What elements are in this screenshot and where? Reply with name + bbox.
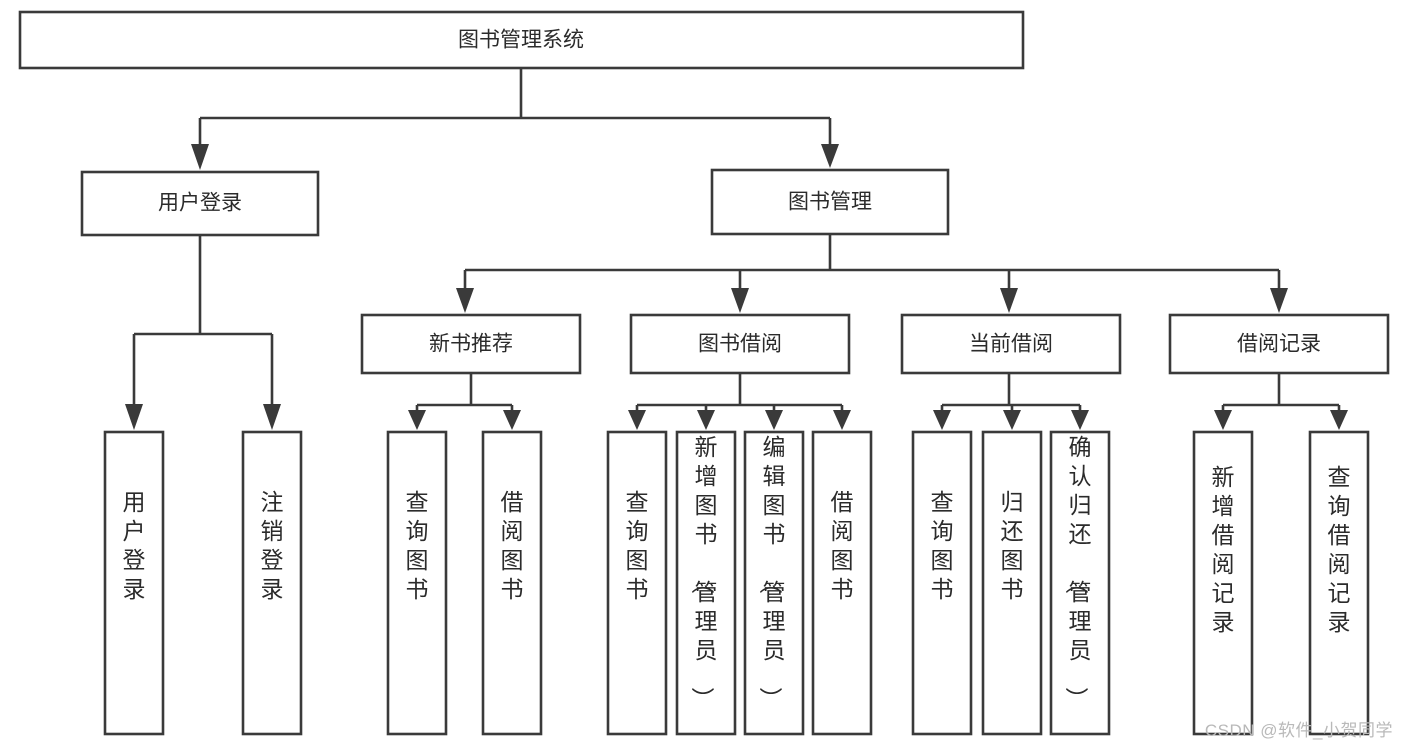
node-leaf-add-record-label: 新增借阅记录: [1212, 464, 1235, 635]
node-leaf-add-record-box[interactable]: [1192, 430, 1254, 736]
node-leaf-user-login-box[interactable]: [103, 430, 165, 736]
node-borrow-record[interactable]: 借阅记录: [1168, 313, 1390, 375]
node-leaf-user-login[interactable]: 用户登录: [103, 430, 165, 736]
node-book-manage-label: 图书管理: [788, 191, 872, 214]
node-leaf-add-book-box[interactable]: [675, 430, 737, 736]
node-leaf-confirm-return-label: 确认归还（管理员）: [1064, 434, 1092, 710]
node-leaf-borrow-book-2-label: 借阅图书: [831, 489, 854, 602]
node-borrow-record-label: 借阅记录: [1237, 333, 1321, 356]
node-root-box[interactable]: [18, 10, 1025, 70]
node-leaf-edit-book-box[interactable]: [743, 430, 805, 736]
node-leaf-logout-login-box[interactable]: [241, 430, 303, 736]
arrow-root-to-book-manage: [821, 144, 839, 168]
node-user-login-box[interactable]: [80, 170, 320, 237]
node-leaf-borrow-book-2[interactable]: 借阅图书: [811, 430, 873, 736]
node-leaf-query-record-label: 查询借阅记录: [1328, 464, 1351, 635]
node-current-borrow-label: 当前借阅: [969, 333, 1053, 356]
arrow-root-to-user-login: [191, 144, 209, 170]
node-book-borrow-box[interactable]: [629, 313, 851, 375]
arrow-book-manage-to-borrow-record: [1270, 288, 1288, 313]
node-leaf-borrow-book-1[interactable]: 借阅图书: [481, 430, 543, 736]
node-leaf-query-record[interactable]: 查询借阅记录: [1308, 430, 1370, 736]
node-new-book-rec-label: 新书推荐: [429, 333, 513, 356]
node-leaf-return-book[interactable]: 归还图书: [981, 430, 1043, 736]
node-leaf-edit-book[interactable]: 编辑图书（管理员）: [743, 430, 805, 736]
node-leaf-query-book-3-label: 查询图书: [931, 489, 954, 602]
arrow-current-borrow-leaf-2: [1003, 410, 1021, 430]
arrow-current-borrow-leaf-3: [1071, 410, 1089, 430]
node-leaf-confirm-return-box[interactable]: [1049, 430, 1111, 736]
arrow-user-login-leaf-2: [263, 404, 281, 430]
arrow-book-manage-to-book-borrow: [731, 288, 749, 313]
node-leaf-logout-login-label: 注销登录: [261, 489, 284, 602]
arrow-new-book-rec-leaf-1: [408, 410, 426, 430]
arrow-user-login-leaf-1: [125, 404, 143, 430]
node-current-borrow[interactable]: 当前借阅: [900, 313, 1122, 375]
arrow-new-book-rec-leaf-2: [503, 410, 521, 430]
node-leaf-query-book-1[interactable]: 查询图书: [386, 430, 448, 736]
node-leaf-query-book-3-box[interactable]: [911, 430, 973, 736]
node-current-borrow-box[interactable]: [900, 313, 1122, 375]
node-leaf-add-book-label: 新增图书（管理员）: [690, 434, 718, 710]
node-user-login-label: 用户登录: [158, 192, 242, 215]
node-new-book-rec[interactable]: 新书推荐: [360, 313, 582, 375]
node-book-borrow-label: 图书借阅: [698, 333, 782, 356]
node-root[interactable]: 图书管理系统: [18, 10, 1025, 70]
node-leaf-query-book-3[interactable]: 查询图书: [911, 430, 973, 736]
node-book-manage-box[interactable]: [710, 168, 950, 236]
node-leaf-query-book-1-box[interactable]: [386, 430, 448, 736]
arrow-book-borrow-leaf-2: [697, 410, 715, 430]
node-leaf-add-record[interactable]: 新增借阅记录: [1192, 430, 1254, 736]
node-root-label: 图书管理系统: [458, 29, 584, 52]
arrow-book-borrow-leaf-4: [833, 410, 851, 430]
node-leaf-query-record-box[interactable]: [1308, 430, 1370, 736]
arrow-borrow-record-leaf-1: [1214, 410, 1232, 430]
arrow-book-borrow-leaf-1: [628, 410, 646, 430]
node-leaf-query-book-2[interactable]: 查询图书: [606, 430, 668, 736]
node-borrow-record-box[interactable]: [1168, 313, 1390, 375]
node-new-book-rec-box[interactable]: [360, 313, 582, 375]
node-book-manage[interactable]: 图书管理: [710, 168, 950, 236]
arrow-book-manage-to-new-book-rec: [456, 288, 474, 313]
leaf-node-layer: 用户登录 注销登录 查询图书 借阅图书 查询图书 新增图书（管理员）: [103, 430, 1370, 736]
node-leaf-borrow-book-1-box[interactable]: [481, 430, 543, 736]
node-leaf-return-book-box[interactable]: [981, 430, 1043, 736]
node-leaf-borrow-book-2-box[interactable]: [811, 430, 873, 736]
node-book-borrow[interactable]: 图书借阅: [629, 313, 851, 375]
node-leaf-add-book[interactable]: 新增图书（管理员）: [675, 430, 737, 736]
node-leaf-query-book-2-label: 查询图书: [626, 489, 649, 602]
node-leaf-confirm-return[interactable]: 确认归还（管理员）: [1049, 430, 1111, 736]
node-leaf-borrow-book-1-label: 借阅图书: [501, 489, 524, 602]
node-leaf-query-book-1-label: 查询图书: [406, 489, 429, 602]
node-user-login[interactable]: 用户登录: [80, 170, 320, 237]
node-leaf-logout-login[interactable]: 注销登录: [241, 430, 303, 736]
arrow-book-borrow-leaf-3: [765, 410, 783, 430]
node-leaf-user-login-label: 用户登录: [123, 489, 146, 602]
arrow-book-manage-to-current-borrow: [1000, 288, 1018, 313]
connector-layer: [125, 68, 1348, 430]
node-leaf-return-book-label: 归还图书: [1001, 489, 1024, 602]
arrow-current-borrow-leaf-1: [933, 410, 951, 430]
node-leaf-query-book-2-box[interactable]: [606, 430, 668, 736]
arrow-borrow-record-leaf-2: [1330, 410, 1348, 430]
node-leaf-edit-book-label: 编辑图书（管理员）: [758, 434, 786, 710]
